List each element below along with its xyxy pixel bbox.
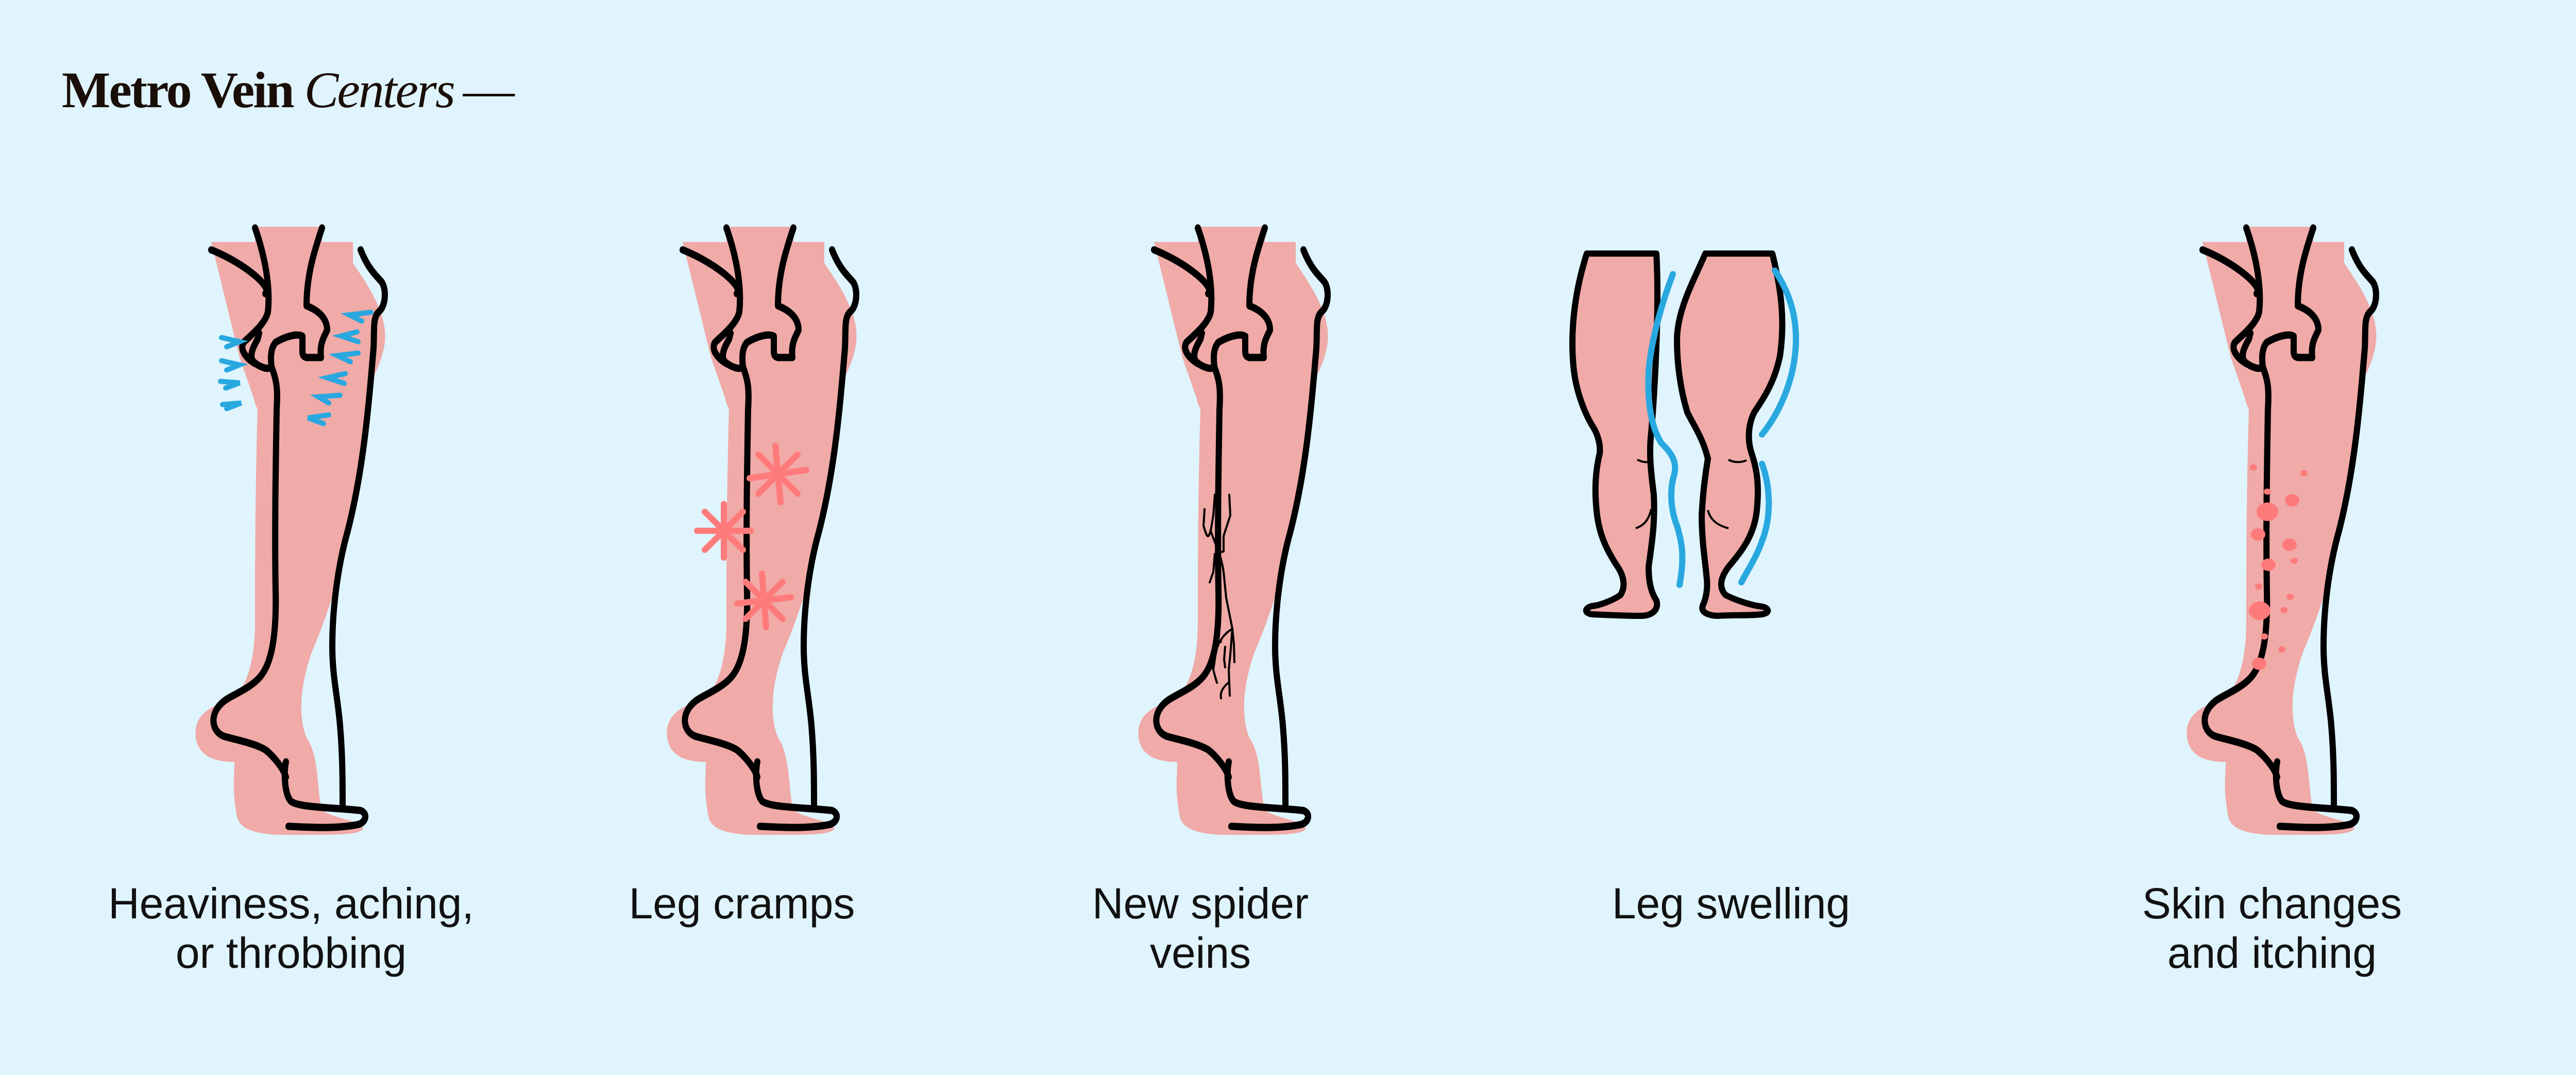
caption-spider-veins: New spider veins (1046, 879, 1355, 978)
leg-with-spider-veins-icon (1097, 216, 1561, 835)
symptom-cramps-illustration (626, 216, 1090, 835)
leg-with-pain-stars-icon (626, 216, 1090, 835)
caption-skin-changes-line2: and itching (2167, 929, 2377, 977)
caption-cramps-line1: Leg cramps (629, 879, 855, 928)
caption-swelling: Leg swelling (1571, 879, 1891, 928)
leg-with-rash-dots-icon (2146, 216, 2576, 835)
symptom-heaviness-illustration (155, 216, 618, 835)
symptom-swelling-illustration (1558, 216, 2022, 835)
caption-heaviness: Heaviness, aching, or throbbing (64, 879, 518, 978)
symptom-spider-veins-illustration (1097, 216, 1561, 835)
caption-cramps: Leg cramps (582, 879, 902, 928)
caption-skin-changes: Skin changes and itching (2092, 879, 2452, 978)
caption-spider-veins-line2: veins (1149, 929, 1251, 977)
leg-with-pressure-arrows-icon (155, 216, 618, 835)
brand-name-bold: Metro Vein (62, 61, 295, 119)
brand-dash: — (463, 61, 515, 119)
brand-name-italic: Centers (304, 61, 455, 119)
caption-skin-changes-line1: Skin changes (2142, 879, 2402, 928)
symptom-skin-changes-illustration (2146, 216, 2576, 835)
caption-heaviness-line1: Heaviness, aching, (108, 879, 474, 928)
legs-with-swelling-outline-icon (1569, 250, 1799, 619)
caption-heaviness-line2: or throbbing (175, 929, 407, 977)
caption-swelling-line1: Leg swelling (1612, 879, 1851, 928)
caption-spider-veins-line1: New spider (1092, 879, 1309, 928)
